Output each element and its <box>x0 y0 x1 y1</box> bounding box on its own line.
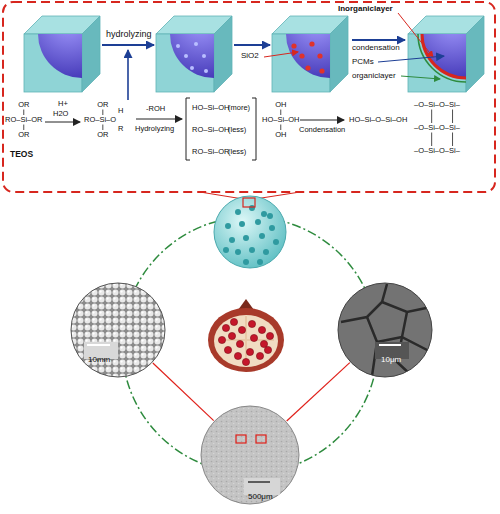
network-row: –O–Si–O–Si– <box>414 124 460 132</box>
chem-formula: RO–Si–OH <box>192 126 230 134</box>
scale-bar-label: 10μm <box>381 356 401 364</box>
layer-label: organiclayer <box>352 72 396 80</box>
chem-formula: HO–Si–OH <box>192 104 230 112</box>
chem-group: OR <box>97 131 108 139</box>
process-label: Condensation <box>299 126 345 134</box>
chem-group: OH <box>275 131 286 139</box>
chem-group: OH <box>275 101 286 109</box>
zoom-line <box>153 363 214 421</box>
amount-note: (less) <box>228 148 246 156</box>
bond-line <box>23 125 24 131</box>
bond-line <box>431 133 432 147</box>
chem-formula: RO–Si–OR <box>5 116 43 124</box>
process-label: Hydrolyzing <box>135 125 174 133</box>
reagent-label: H+ <box>58 100 68 108</box>
chem-formula: RO–Si–O <box>84 116 116 124</box>
sem-image <box>200 405 300 505</box>
network-row: –O–Si–O–Si– <box>414 101 460 109</box>
bond-line <box>102 110 103 116</box>
sem-image-circle: 500μm <box>200 405 300 505</box>
reagent-label: H2O <box>53 110 68 118</box>
bond-line <box>452 133 453 147</box>
bond-line <box>102 125 103 131</box>
chem-formula: HO–Si–O–Si–OH <box>349 116 407 124</box>
layer-label: Inorganiclayer <box>338 5 393 13</box>
chem-atom: R <box>118 125 123 133</box>
chem-group: OR <box>18 101 29 109</box>
amount-note: (less) <box>228 126 246 134</box>
zoom-line <box>287 363 350 421</box>
process-label: hydrolyzing <box>106 30 152 39</box>
bond-line <box>280 125 281 131</box>
chem-formula: RO–Si–OR <box>192 148 230 156</box>
sem-image-circle: 10μm <box>337 282 433 378</box>
reagent-label: -ROH <box>146 105 165 113</box>
bond-line <box>452 110 453 124</box>
chem-group: OR <box>97 101 108 109</box>
chem-formula: HO–Si–OH <box>262 116 300 124</box>
bond-line <box>280 110 281 116</box>
scale-bar-label: 10mm <box>88 356 110 364</box>
sem-image-circle: 10mm <box>70 282 166 378</box>
bond-line <box>431 110 432 124</box>
material-label: SiO2 <box>241 52 259 60</box>
bond-line <box>23 110 24 116</box>
process-label: condensation <box>352 44 400 52</box>
sem-image <box>70 282 166 378</box>
material-label: PCMs <box>352 58 374 66</box>
chem-atom: H <box>118 107 123 115</box>
chem-group: OR <box>18 131 29 139</box>
scale-bar-label: 500μm <box>248 493 273 501</box>
network-row: –O–Si–O–Si– <box>414 147 460 155</box>
compound-name: TEOS <box>10 150 33 159</box>
amount-note: (more) <box>228 104 250 112</box>
